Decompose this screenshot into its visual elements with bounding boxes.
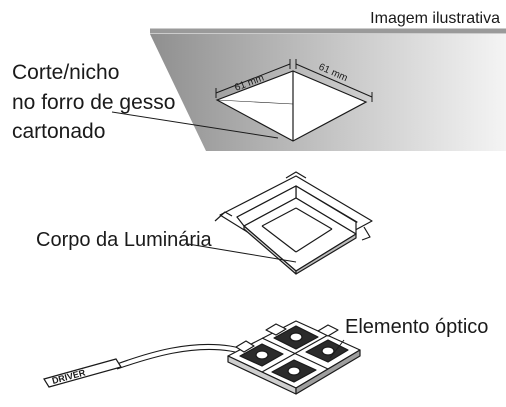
- optic-label: Elemento óptico: [345, 316, 489, 338]
- driver-box: DRIVER: [43, 358, 122, 388]
- body-leader-line: [187, 243, 297, 263]
- luminaire-body: [214, 171, 373, 275]
- cutout-label-line-2: no forro de gesso: [12, 91, 176, 114]
- cutout-label-line-1: Corte/nicho: [12, 61, 120, 84]
- ceiling-cutout: [215, 70, 368, 142]
- illustrative-caption: Imagem ilustrativa: [370, 10, 500, 27]
- cutout-leader-line: [111, 111, 279, 139]
- driver-label: DRIVER: [51, 367, 87, 386]
- optic-leader-line: [329, 339, 345, 359]
- optical-module: [227, 320, 361, 395]
- body-label: Corpo da Luminária: [36, 229, 212, 251]
- dimension-lines: [215, 59, 373, 102]
- cutout-label-line-3: cartonado: [12, 120, 106, 143]
